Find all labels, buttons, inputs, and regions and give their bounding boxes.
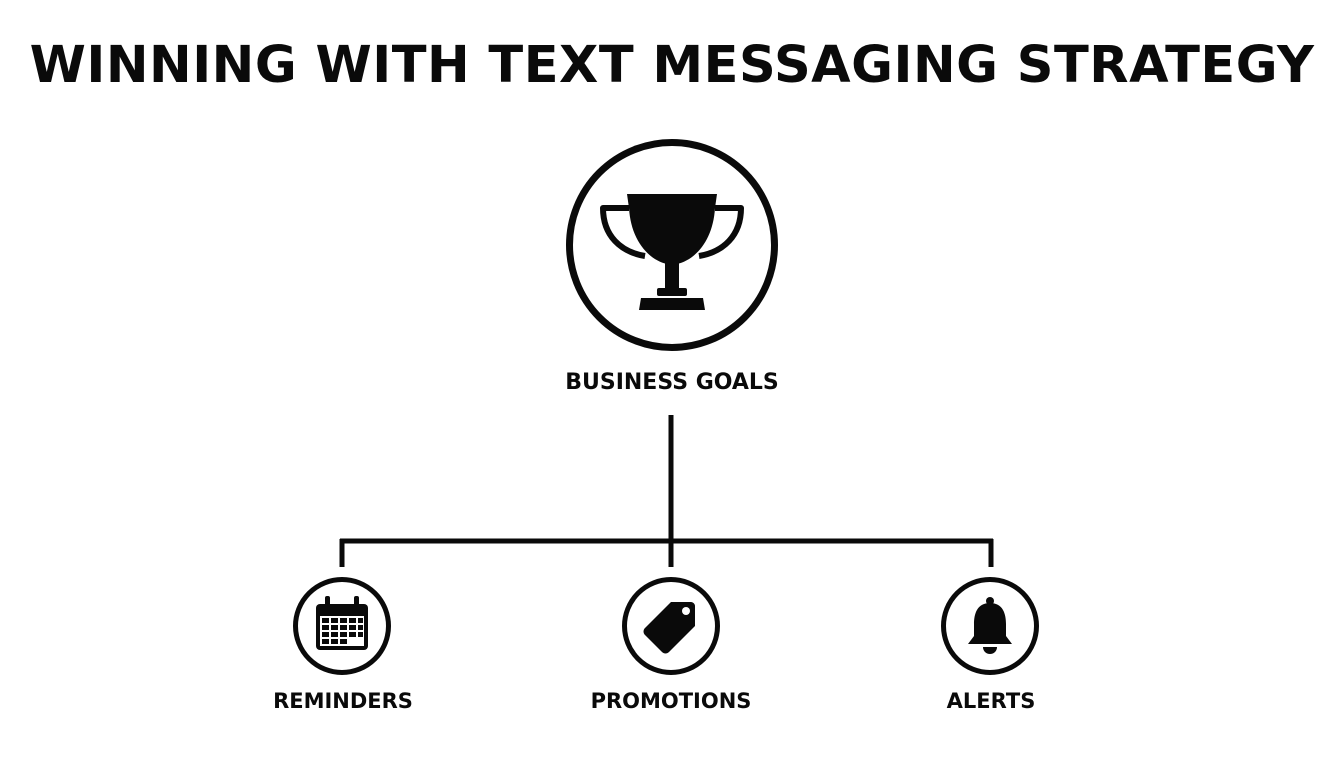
root-node-label: BUSINESS GOALS — [565, 370, 779, 395]
bell-icon — [968, 597, 1012, 654]
reminders-node-circle — [293, 577, 391, 675]
reminders-label: REMINDERS — [273, 689, 413, 713]
alerts-node-circle — [941, 577, 1039, 675]
diagram-title: WINNING WITH TEXT MESSAGING STRATEGY — [29, 36, 1315, 95]
promotions-label: PROMOTIONS — [590, 689, 752, 713]
root-node-circle — [566, 139, 778, 351]
trophy-icon — [600, 194, 744, 310]
alerts-label: ALERTS — [946, 689, 1036, 713]
price-tag-icon — [643, 602, 695, 654]
promotions-node-circle — [622, 577, 720, 675]
calendar-icon — [316, 596, 368, 650]
